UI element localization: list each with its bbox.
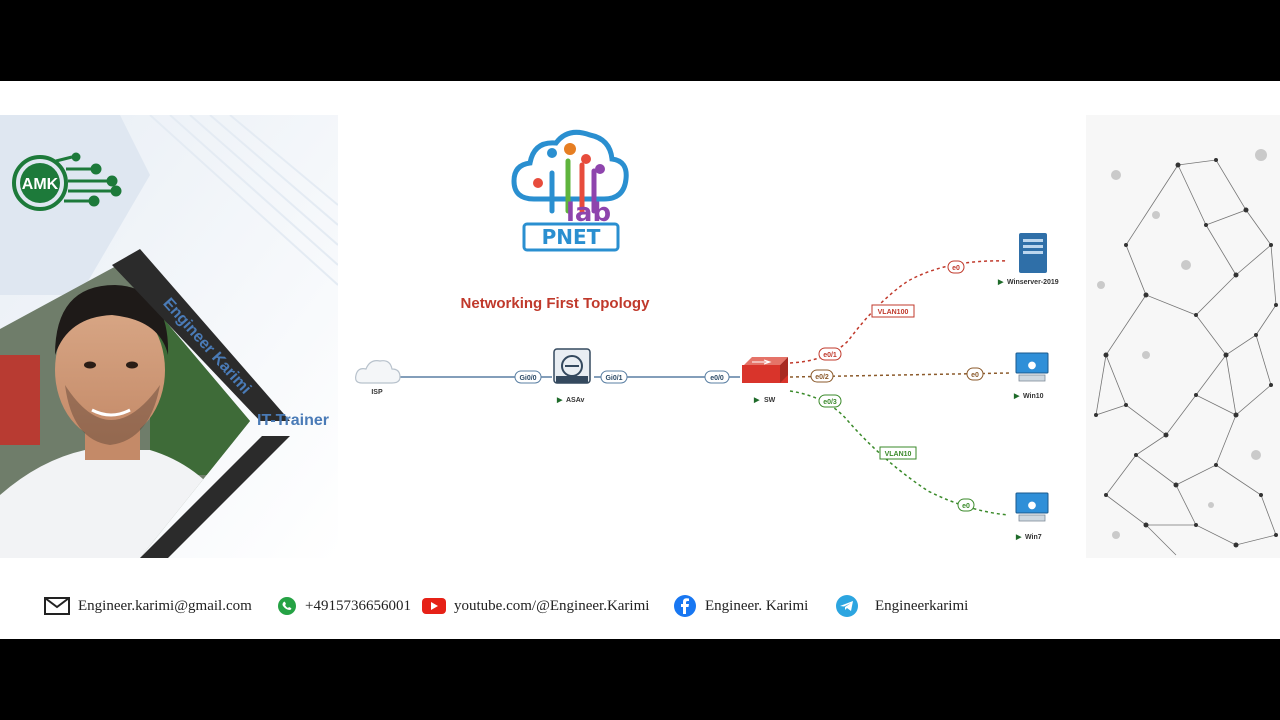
pc-win10-icon: ● — [1015, 352, 1049, 382]
node-label-win7: Win7 — [1025, 534, 1042, 541]
port-label-winserver-e0: e0 — [952, 265, 960, 272]
vlan-label-10: VLAN10 — [885, 451, 912, 458]
network-mesh-graphic — [1086, 115, 1280, 558]
decor-stripe-top — [112, 249, 290, 421]
svg-text:●: ● — [1028, 500, 1037, 511]
amk-logo: AMK — [12, 152, 122, 211]
port-label-e03: e0/3 — [823, 399, 837, 406]
svg-text:▶: ▶ — [1013, 393, 1020, 400]
contact-facebook[interactable]: Engineer. Karimi — [673, 595, 808, 617]
mail-icon — [44, 597, 70, 615]
server-icon — [1019, 233, 1047, 273]
email-text: Engineer.karimi@gmail.com — [78, 597, 252, 614]
contact-whatsapp[interactable]: +4915736656001 — [277, 595, 411, 617]
youtube-text: youtube.com/@Engineer.Karimi — [454, 597, 650, 614]
telegram-text: Engineerkarimi — [875, 597, 969, 614]
facebook-icon — [674, 595, 696, 617]
node-label-win10: Win10 — [1023, 393, 1044, 400]
logo-backdrop — [0, 115, 150, 295]
port-label-win10-e0: e0 — [971, 372, 979, 379]
pnet-logo: lab PNET — [511, 129, 629, 252]
diagram-title: Networking First Topology — [461, 295, 651, 312]
contact-email[interactable]: Engineer.karimi@gmail.com — [44, 595, 252, 617]
whatsapp-icon — [278, 597, 296, 615]
port-label-win7-e0: e0 — [962, 503, 970, 510]
port-label-gi01: Gi0/1 — [605, 375, 622, 382]
mesh-decoration — [1086, 115, 1280, 558]
facebook-text: Engineer. Karimi — [705, 597, 809, 614]
svg-text:▶: ▶ — [556, 397, 563, 404]
telegram-icon — [836, 595, 858, 617]
node-label-winserver: Winserver-2019 — [1007, 279, 1059, 286]
topology-diagram: lab PNET Networking First Topology ISP ▶… — [355, 129, 1059, 541]
port-label-e01: e0/1 — [823, 352, 837, 359]
svg-text:▶: ▶ — [997, 279, 1004, 286]
presenter-panel: AMK Engineer Karimi IT-Trainer — [0, 115, 338, 558]
thumbnail-frame: AMK Engineer Karimi IT-Trainer lab PNET — [0, 81, 1280, 639]
contact-telegram[interactable]: Engineerkarimi — [835, 595, 968, 617]
contact-footer: Engineer.karimi@gmail.com +4915736656001… — [0, 581, 1280, 639]
switch-icon — [742, 357, 788, 383]
presenter-role: IT-Trainer — [257, 412, 330, 429]
pc-win7-icon: ● — [1015, 492, 1049, 522]
node-label-isp: ISP — [371, 389, 383, 396]
pnet-text: PNET — [542, 225, 601, 249]
svg-text:▶: ▶ — [753, 397, 760, 404]
amk-monogram: AMK — [22, 176, 59, 193]
port-label-gi00: Gi0/0 — [519, 375, 536, 382]
contact-youtube[interactable]: youtube.com/@Engineer.Karimi — [422, 595, 649, 617]
decor-stripe-bottom — [140, 436, 290, 558]
svg-text:●: ● — [1028, 360, 1037, 371]
presenter-graphic: AMK — [0, 115, 338, 558]
isp-cloud-icon — [355, 360, 401, 384]
youtube-icon — [422, 598, 446, 614]
svg-text:▶: ▶ — [1015, 534, 1022, 541]
port-label-e02: e0/2 — [815, 374, 829, 381]
vlan-label-100: VLAN100 — [878, 309, 909, 316]
node-label-sw: SW — [764, 397, 776, 404]
port-label-e00: e0/0 — [710, 375, 724, 382]
phone-text: +4915736656001 — [305, 597, 411, 614]
node-label-asav: ASAv — [566, 397, 585, 404]
asav-firewall-icon — [553, 348, 591, 384]
